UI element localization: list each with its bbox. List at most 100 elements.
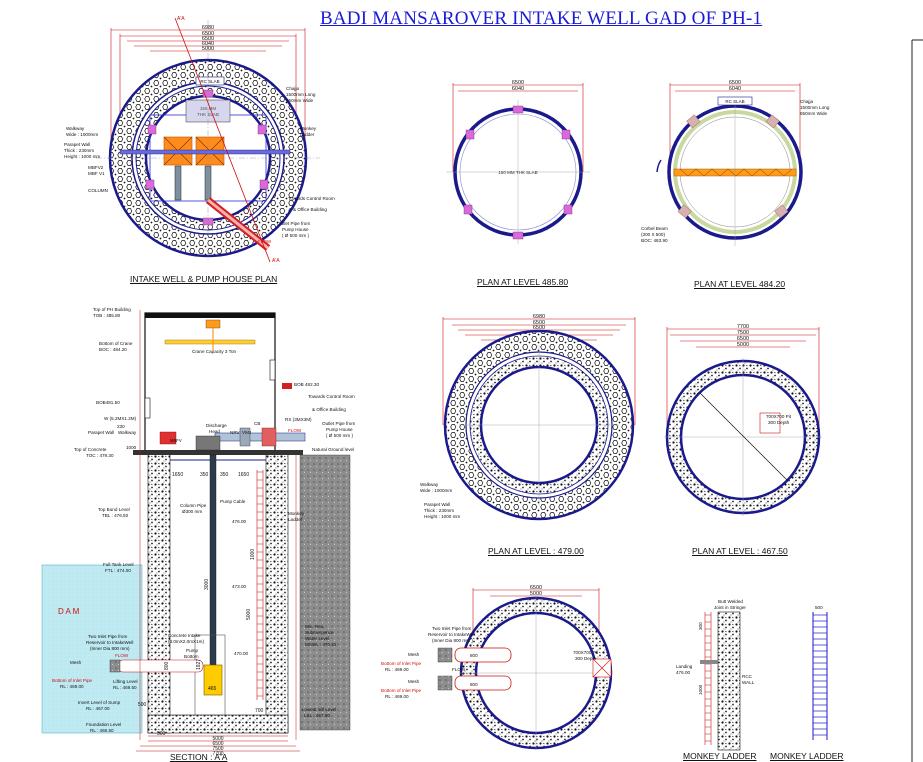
plan-lower-inlet-1: Two Inlet Pipe from: [432, 626, 471, 631]
plan48580-dim-1: 6500: [512, 80, 524, 86]
section-ftl-1: Full Tank Level: [103, 562, 134, 567]
section-mbfv: MBFV: [170, 438, 182, 443]
section-dim-t2: 350: [220, 472, 229, 478]
section-flow2: FLOW: [115, 653, 129, 658]
main-outlet-2: Pump House: [282, 227, 309, 232]
section-min-sub-1: Min. Req.: [305, 624, 325, 629]
main-slab-2: THK SLAB: [197, 112, 219, 117]
section-invert-1: Invert Level of Sump: [78, 700, 121, 705]
main-walkway-2: Wide : 1000mm: [66, 132, 98, 137]
section-top-concrete-1: Top of Concrete: [74, 447, 107, 452]
plan-lower-d800-2: 800: [470, 682, 478, 687]
plan47900-dim-3: 6500: [533, 325, 545, 331]
plan-47900: 6980 6500 6500 6040 5000 Walkway Wide : …: [420, 314, 636, 521]
plan48420-chajja-2: 1500mm Long: [800, 105, 830, 110]
section-bottom-crane-2: BOC : 484.20: [99, 347, 127, 352]
section-tbl-2: TBL : 476.50: [102, 513, 129, 518]
section-dim-b4: 7700: [212, 751, 223, 757]
plan48580-slab: 150 MM THK SLAB: [498, 170, 537, 175]
plan47900-walkway-2: Wide : 1000mm: [420, 488, 452, 493]
section-concrete-2: (3.0mX2.0mX1m): [168, 639, 204, 644]
section-v5000: 5000: [246, 609, 252, 620]
caption-plan-48420: PLAN AT LEVEL 484.20: [694, 279, 786, 289]
section-foundation-1: Foundation Level: [86, 722, 121, 727]
section-view: 500 5000 6500 7500 7700 Top of PH Buildi…: [41, 307, 355, 757]
caption-plan-46750: PLAN AT LEVEL : 467.50: [692, 546, 788, 556]
main-flow: FLOW: [258, 239, 272, 244]
main-section-mark-bottom: A'A: [272, 258, 280, 264]
plan-lower-dim-1: 6500: [530, 585, 542, 591]
main-plan: 6980 6500 6500 6040 5000 150 MM THK SLAB: [64, 16, 335, 264]
plan48420-dim-1: 6500: [729, 80, 741, 86]
section-top-ph-2: TOB : 485.80: [93, 313, 121, 318]
main-towards-2: & Office Building: [293, 207, 327, 212]
monkey-ladder-1: Butt Welded Joint in Stringer RCC WALL L…: [676, 599, 755, 751]
main-dim-5: 5000: [202, 46, 214, 52]
section-bob1: BOB 482.30: [294, 382, 319, 387]
section-nrv: NRV: [230, 430, 241, 435]
caption-ladder-2: MONKEY LADDER: [770, 751, 844, 761]
plan-lower-bottom-2a: Bottom of Inlet Pipe: [381, 688, 422, 693]
main-monkey-2: Ladder: [300, 132, 315, 137]
plan-48420: 6500 6040 RC SLAB Chajja 1500mm Long 650…: [641, 80, 830, 246]
main-chajja-1: Chajja: [286, 86, 299, 91]
plan48420-dim-2: 6040: [729, 86, 741, 92]
section-outlet-2: Pump House: [326, 427, 353, 432]
monkey-ladder-2: 500: [812, 605, 828, 740]
plan46750-dim-2: 7500: [737, 330, 749, 336]
plan-lower-dim-2: 5000: [530, 591, 542, 597]
section-min-sub-4: MSWL : 470.22: [305, 642, 337, 647]
ladder-rcc-2: WALL: [742, 680, 755, 685]
plan47900-dim-1: 6980: [533, 314, 545, 320]
section-towards-2: & Office Building: [312, 407, 346, 412]
section-v800: 800: [164, 661, 170, 670]
section-bottom-inlet-2: RL : 469.00: [60, 684, 84, 689]
main-chajja-3: 650mm Wide: [286, 98, 314, 103]
plan48420-rc-slab: RC SLAB: [725, 99, 744, 104]
plan-lower-inlet-2: Reservoir to IntakeWell: [428, 632, 475, 637]
section-invert-2: RL : 467.00: [86, 706, 110, 711]
ladder-butt-2: Joint in Stringer: [714, 605, 746, 610]
section-v1927: 1927: [196, 659, 202, 670]
section-dim-t0: 1650: [172, 472, 183, 478]
plan47900-walkway-1: Walkway: [420, 482, 439, 487]
section-d1000: 1000: [126, 445, 137, 450]
main-mbfv1: MBF V1: [88, 171, 105, 176]
section-ngl: Natural Ground level: [312, 447, 354, 452]
plan-lower-d800-1: 800: [470, 653, 478, 658]
section-min-sub-2: Submergence: [305, 630, 334, 635]
section-d230: 230: [117, 424, 125, 429]
section-crane: Crane Capacity 3 Ton: [192, 349, 237, 354]
main-outlet-1: Outlet Pipe from: [277, 221, 310, 226]
caption-plan-48580: PLAN AT LEVEL 485.80: [477, 277, 569, 287]
section-w1: W (5.2MX1.2M): [104, 416, 137, 421]
section-lowest-2: LSL : 467.00: [304, 713, 330, 718]
plan-48580: 6500 6040 150 MM THK SLAB: [446, 80, 590, 244]
section-lifting-2: RL : 469.50: [113, 685, 137, 690]
section-concrete-1: Concrete Intake: [168, 633, 201, 638]
section-l470: 470.00: [234, 651, 248, 656]
drawing-title: BADI MANSAROVER INTAKE WELL GAD OF PH-1: [320, 8, 763, 29]
ladder-landing-1: Landing: [676, 664, 693, 669]
main-outlet-3: ( Ø 500 mm ): [282, 233, 310, 238]
section-v700: 700: [255, 708, 264, 714]
section-v465: 465: [208, 686, 217, 692]
section-l476: 476.00: [232, 519, 246, 524]
caption-plan-47900: PLAN AT LEVEL : 479.00: [488, 546, 584, 556]
caption-ladder-1: MONKEY LADDER: [683, 751, 757, 761]
section-v500: 500: [138, 702, 147, 708]
plan47900-parapet-1: Parapet Wall: [424, 502, 450, 507]
plan48580-dim-2: 6040: [512, 86, 524, 92]
plan46750-dim-1: 7700: [737, 324, 749, 330]
caption-section: SECTION : A'A: [170, 752, 228, 762]
plan-lower: 6500 5000 Two Inlet Pipe from Reservoir …: [381, 585, 613, 750]
section-l473: 473.00: [232, 584, 246, 589]
plan48420-corbel-2: (300 X 500): [641, 232, 665, 237]
section-bottom-crane-1: Bottom of Crane: [99, 341, 133, 346]
plan46750-pit-2: 300 Depth: [768, 420, 790, 425]
section-dim-b2: 6500: [212, 741, 223, 747]
section-pump-cable: Pump Cable: [220, 499, 246, 504]
ladder-butt-1: Butt Welded: [718, 599, 743, 604]
plan-lower-flow: FLOW: [452, 667, 466, 672]
